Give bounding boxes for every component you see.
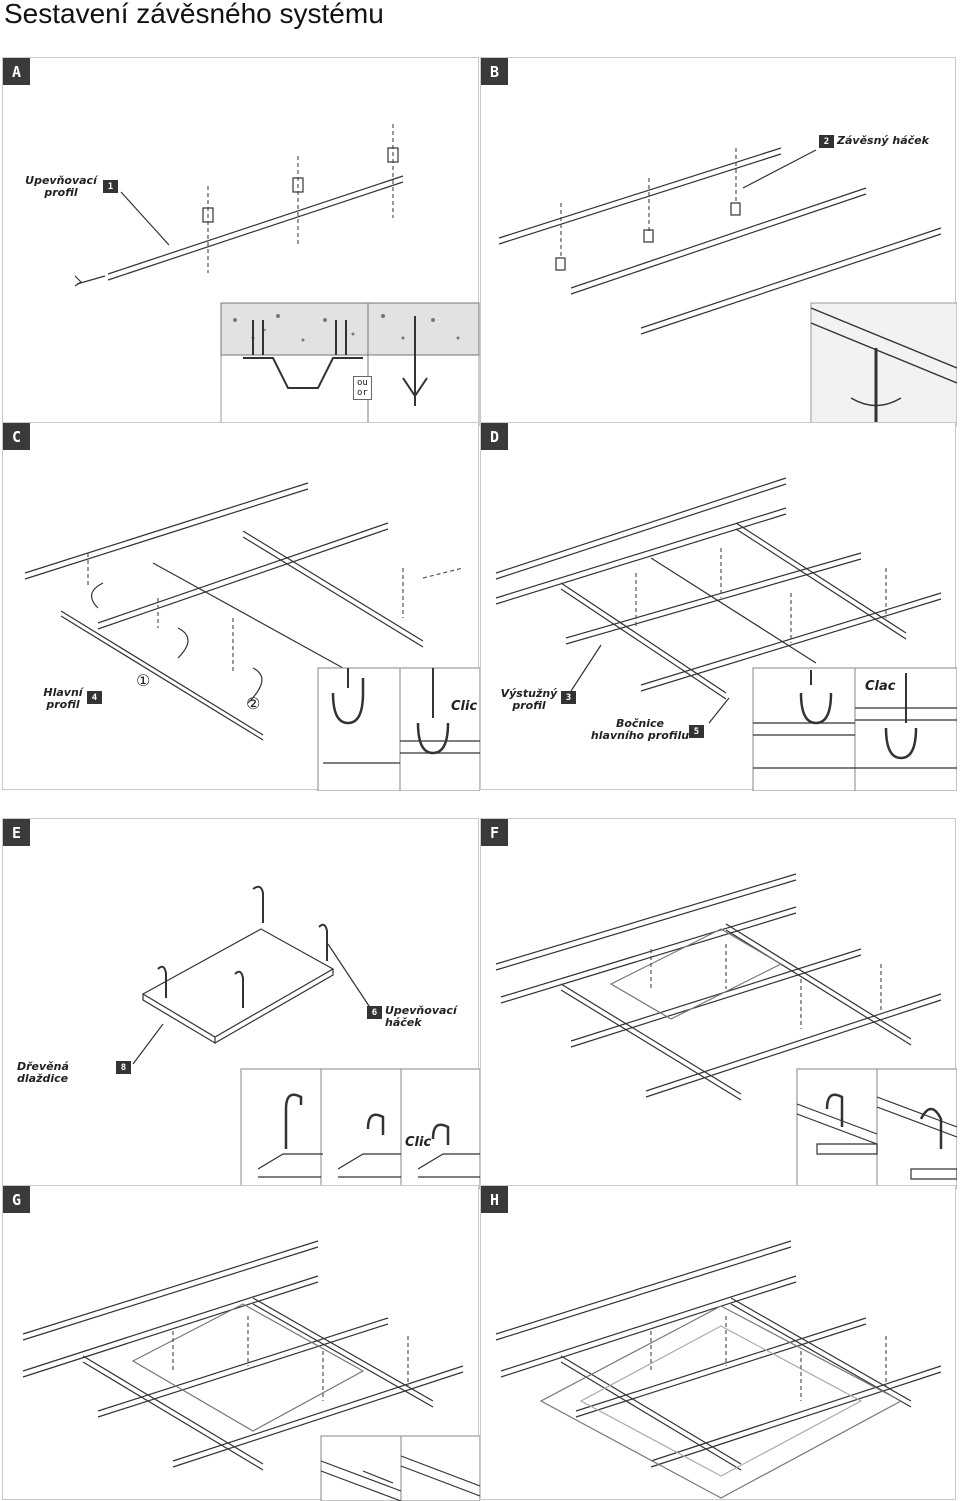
step-2-marker: ② (246, 694, 261, 713)
panel-g: G (2, 1185, 480, 1501)
panel-a-illustration (74, 124, 480, 426)
panel-c-illustration (24, 482, 480, 791)
label-drevena-dlazdice: Dřevěná dlaždice (17, 1060, 69, 1085)
panel-b-illustration (498, 147, 957, 426)
panel-letter-d: D (481, 423, 508, 450)
badge-num-4: 4 (87, 691, 102, 704)
page-title: Sestavení závěsného systému (4, 0, 384, 29)
panel-letter-c: C (3, 423, 30, 450)
panel-f-illustration (495, 873, 957, 1189)
inset-ou-text: ou (357, 378, 368, 388)
badge-num-2: 2 (819, 135, 834, 148)
panel-letter-f: F (481, 819, 508, 846)
panel-e-illustration (132, 885, 480, 1189)
badge-num-3: 3 (561, 691, 576, 704)
panel-f: F (480, 818, 957, 1189)
panel-letter-h: H (481, 1186, 508, 1213)
clac-sound-text: Clac (865, 679, 896, 694)
panel-letter-e: E (3, 819, 30, 846)
badge-num-5: 5 (689, 725, 704, 738)
label-bocnice-hlavniho-profilu: Bočnice hlavního profilu (590, 717, 690, 742)
inset-or-label: ou or (353, 376, 372, 400)
panel-h-illustration (495, 1240, 942, 1499)
label-vystuzny-profil: Výstužný profil (500, 687, 558, 712)
inset-or-text: or (357, 388, 368, 398)
badge-num-6: 6 (367, 1006, 382, 1019)
panel-h: H (480, 1185, 956, 1500)
label-hlavni-profil: Hlavní profil (43, 686, 83, 711)
clic-sound-text-e: Clic (405, 1135, 432, 1150)
label-zavesny-hacek: Závěsný háček (837, 134, 929, 147)
panel-c: C Hlavní profil 4 ① (2, 422, 480, 791)
panel-g-illustration (22, 1240, 480, 1501)
label-upevnovaci-hacek: Upevňovací háček (385, 1004, 457, 1029)
badge-num-1: 1 (103, 180, 118, 193)
label-upevnovaci-profil: Upevňovací profil (25, 174, 97, 199)
panel-letter-g: G (3, 1186, 30, 1213)
panel-a: A (2, 57, 480, 426)
panel-b: B 2 Závěsný háček (480, 57, 957, 426)
badge-num-8: 8 (116, 1061, 131, 1074)
clic-sound-text: Clic (451, 699, 478, 714)
panel-d: D Výstužný pr (480, 422, 957, 791)
panel-e: E 6 Upevňovací háček Dřevěná dlaždice 8 … (2, 818, 480, 1189)
panel-d-illustration (495, 477, 957, 791)
panel-letter-a: A (3, 58, 30, 85)
step-1-marker: ① (136, 671, 151, 690)
panel-letter-b: B (481, 58, 508, 85)
